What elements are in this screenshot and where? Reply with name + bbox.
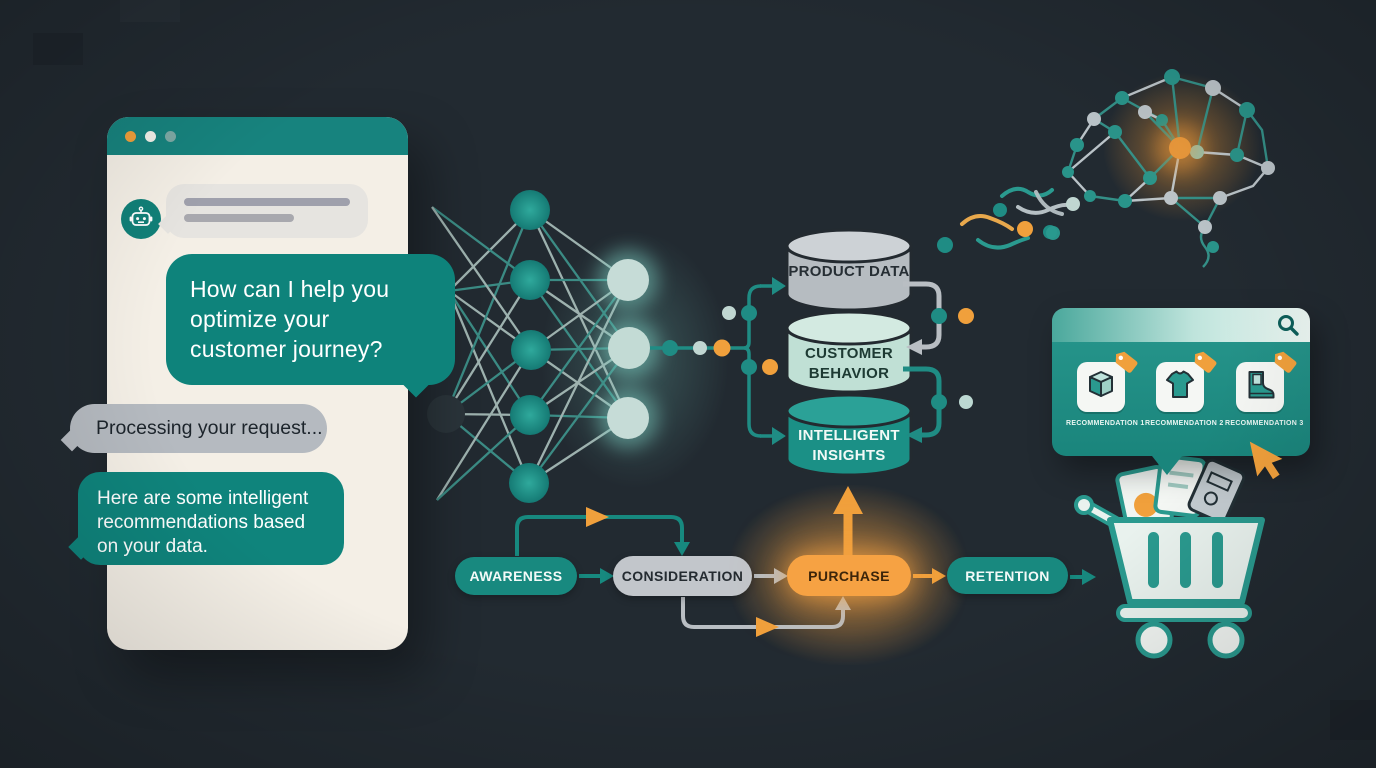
- recommendations-toolbar: [1052, 308, 1310, 342]
- recommendation-card-1[interactable]: [1077, 351, 1138, 412]
- recommendation-card-3[interactable]: [1236, 351, 1297, 412]
- recommendation-label-1: RECOMMENDATION 1: [1066, 420, 1145, 427]
- skeleton-text-bar: [184, 198, 350, 206]
- skeleton-text-bar: [184, 214, 294, 222]
- database-intelligent-insights: [785, 393, 913, 477]
- background-patch: [33, 33, 83, 65]
- cursor-icon: [1248, 433, 1300, 492]
- chat-window-titlebar: [107, 117, 408, 155]
- database-label-product-data: PRODUCT DATA: [788, 263, 910, 280]
- recommendation-card-2[interactable]: [1156, 351, 1217, 412]
- window-dot-orange: [125, 131, 136, 142]
- neural-network-icon: [427, 190, 659, 503]
- recommendation-label-3: RECOMMENDATION 3: [1225, 420, 1304, 427]
- neural-to-database-connector: [650, 277, 786, 445]
- package-icon: [1084, 368, 1118, 407]
- journey-stage-purchase: PURCHASE: [787, 555, 911, 596]
- robot-icon: [121, 199, 161, 239]
- price-tag-icon: [1186, 346, 1221, 380]
- background-patch: [1330, 700, 1376, 740]
- processing-message-bubble: Processing your request...: [60, 404, 327, 453]
- bot-message-text: How can I help you optimize your custome…: [190, 276, 390, 362]
- journey-stage-consideration: CONSIDERATION: [613, 556, 752, 596]
- shopping-cart-icon: [1074, 454, 1265, 659]
- processing-message-text: Processing your request...: [96, 417, 323, 439]
- database-stack: [785, 228, 913, 477]
- boot-icon: [1243, 368, 1277, 407]
- tshirt-icon: [1163, 368, 1197, 407]
- price-tag-icon: [1266, 346, 1301, 380]
- wavy-lines-icon: [937, 186, 1080, 253]
- journey-stage-awareness: AWARENESS: [455, 557, 577, 595]
- skeleton-message-bubble: [158, 184, 368, 238]
- brain-network-icon: [1034, 69, 1275, 268]
- database-label-customer-behavior: CUSTOMER BEHAVIOR: [805, 345, 893, 382]
- window-dot-teal: [165, 131, 176, 142]
- recommendations-panel: RECOMMENDATION 1 RECOMMENDATION 2 RECOMM…: [1052, 308, 1310, 475]
- bot-message-bubble: How can I help you optimize your custome…: [166, 254, 455, 398]
- database-flow-arrows: [903, 281, 974, 443]
- bot-message-text: Here are some intelligent recommendation…: [97, 488, 309, 557]
- window-dot-white: [145, 131, 156, 142]
- panel-tail: [1152, 456, 1182, 475]
- database-customer-behavior: [785, 310, 913, 394]
- price-tag-icon: [1107, 346, 1142, 380]
- database-product-data: [785, 228, 913, 312]
- database-label-intelligent-insights: INTELLIGENT INSIGHTS: [798, 427, 900, 464]
- bot-message-bubble: Here are some intelligent recommendation…: [68, 472, 344, 565]
- journey-stage-retention: RETENTION: [947, 557, 1068, 594]
- search-icon[interactable]: [1276, 313, 1301, 343]
- recommendation-label-2: RECOMMENDATION 2: [1145, 420, 1224, 427]
- chat-window: How can I help you optimize your custome…: [60, 117, 455, 650]
